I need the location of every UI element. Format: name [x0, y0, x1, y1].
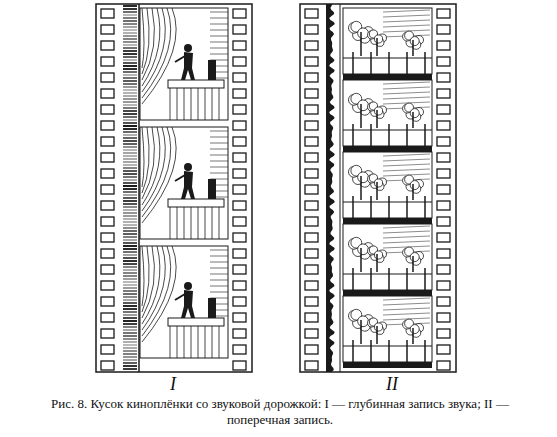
film-strip: [300, 4, 456, 372]
film-strip: [96, 4, 252, 372]
strip-label: I: [170, 374, 176, 395]
figure-caption: Рис. 8. Кусок киноплёнки со звуковой дор…: [40, 396, 520, 428]
strip-label: II: [386, 374, 398, 395]
